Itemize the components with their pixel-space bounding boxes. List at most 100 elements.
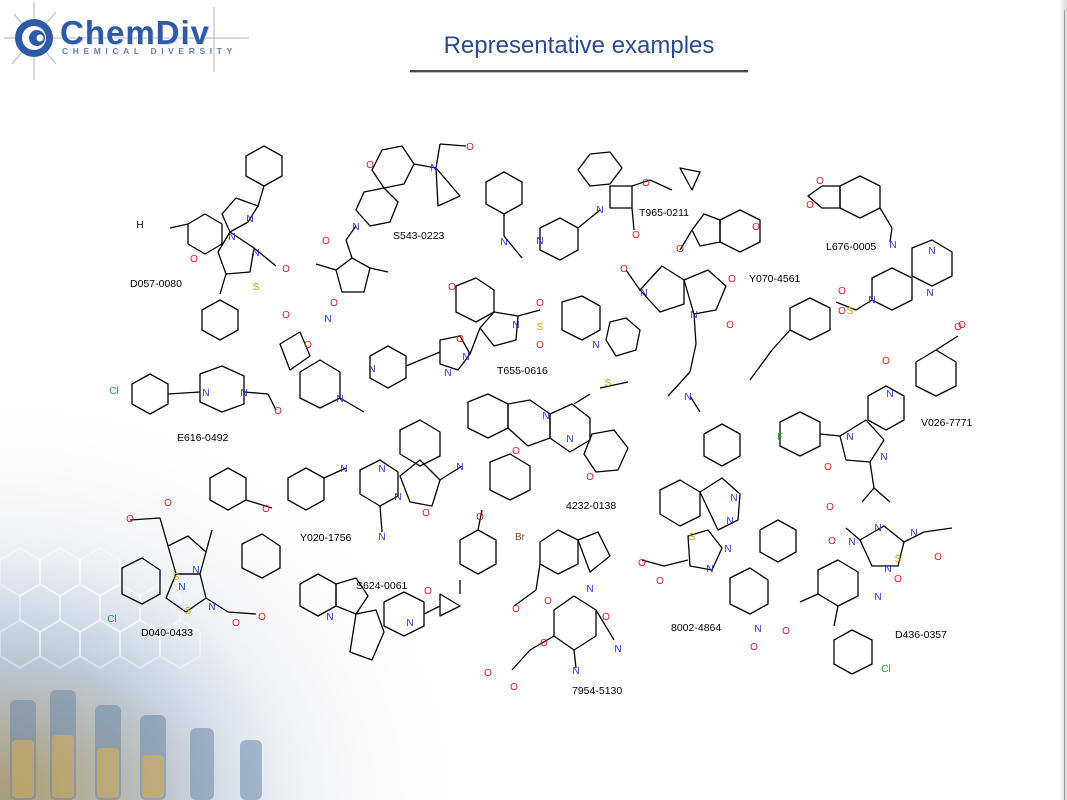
- svg-text:S: S: [895, 554, 902, 565]
- svg-text:O: O: [934, 552, 942, 563]
- structure-l676-0005: [749, 175, 953, 381]
- svg-text:Cl: Cl: [881, 664, 890, 675]
- svg-text:S: S: [185, 606, 192, 617]
- svg-text:O: O: [484, 668, 492, 679]
- svg-text:N: N: [240, 388, 247, 399]
- svg-text:N: N: [252, 248, 259, 259]
- svg-text:S: S: [689, 532, 696, 543]
- structure-y070-4561: [605, 209, 761, 413]
- svg-text:N: N: [726, 516, 733, 527]
- compound-id: 8002-4864: [671, 622, 722, 634]
- svg-text:O: O: [366, 160, 374, 171]
- svg-text:O: O: [322, 236, 330, 247]
- svg-text:S: S: [847, 306, 854, 317]
- svg-text:S: S: [537, 322, 544, 333]
- structure-v026-7771: [779, 335, 959, 503]
- svg-text:O: O: [752, 222, 760, 233]
- compound-id: Y020-1756: [300, 532, 352, 544]
- compound-id: D436-0357: [895, 629, 947, 641]
- svg-text:N: N: [178, 582, 185, 593]
- svg-text:Cl: Cl: [107, 614, 116, 625]
- svg-text:S: S: [605, 378, 612, 389]
- svg-text:N: N: [352, 222, 359, 233]
- svg-text:H: H: [136, 220, 143, 231]
- svg-text:O: O: [282, 310, 290, 321]
- svg-text:N: N: [910, 528, 917, 539]
- svg-text:N: N: [566, 434, 573, 445]
- svg-text:N: N: [880, 452, 887, 463]
- svg-text:O: O: [632, 230, 640, 241]
- svg-text:O: O: [274, 406, 282, 417]
- structure-4232-0138: [467, 381, 629, 501]
- structure-7954-5130: [511, 529, 615, 671]
- svg-text:O: O: [954, 322, 962, 333]
- compound-id: E616-0492: [177, 432, 229, 444]
- svg-text:O: O: [676, 244, 684, 255]
- structure-s624-0061: [299, 509, 497, 661]
- svg-text:N: N: [192, 565, 199, 576]
- svg-text:N: N: [500, 237, 507, 248]
- svg-text:N: N: [228, 232, 235, 243]
- svg-text:N: N: [874, 592, 881, 603]
- svg-text:O: O: [838, 306, 846, 317]
- svg-text:N: N: [324, 314, 331, 325]
- svg-text:N: N: [754, 624, 761, 635]
- logo-name: ChemDiv: [60, 14, 211, 51]
- svg-text:O: O: [262, 504, 270, 515]
- svg-text:O: O: [828, 536, 836, 547]
- svg-text:O: O: [656, 576, 664, 587]
- svg-text:N: N: [336, 394, 343, 405]
- svg-text:N: N: [378, 464, 385, 475]
- svg-text:O: O: [726, 320, 734, 331]
- svg-text:N: N: [886, 389, 893, 400]
- svg-text:O: O: [510, 682, 518, 693]
- structure-d057-0080: [169, 145, 283, 341]
- svg-text:O: O: [958, 320, 966, 331]
- compound-id: 4232-0138: [566, 500, 617, 512]
- svg-text:S: S: [253, 282, 260, 293]
- logo-tagline: CHEMICAL DIVERSITY: [62, 46, 237, 56]
- svg-text:O: O: [638, 558, 646, 569]
- structure-d040-0433: [121, 517, 281, 615]
- svg-text:N: N: [430, 163, 437, 174]
- svg-text:N: N: [542, 411, 549, 422]
- compound-id: D040-0433: [141, 627, 193, 639]
- svg-text:N: N: [846, 432, 853, 443]
- svg-text:O: O: [728, 274, 736, 285]
- svg-text:O: O: [826, 502, 834, 513]
- svg-text:O: O: [544, 596, 552, 607]
- svg-text:Br: Br: [515, 532, 526, 543]
- svg-text:S: S: [173, 572, 180, 583]
- svg-text:N: N: [928, 246, 935, 257]
- svg-text:N: N: [368, 364, 375, 375]
- svg-text:N: N: [394, 492, 401, 503]
- svg-text:N: N: [724, 544, 731, 555]
- compound-id: V026-7771: [921, 417, 973, 429]
- svg-text:N: N: [246, 214, 253, 225]
- svg-text:O: O: [816, 176, 824, 187]
- svg-text:F: F: [777, 432, 783, 443]
- structure-t965-0211: [485, 151, 701, 261]
- svg-text:O: O: [422, 508, 430, 519]
- svg-text:N: N: [596, 205, 603, 216]
- svg-text:N: N: [926, 288, 933, 299]
- svg-text:O: O: [642, 178, 650, 189]
- svg-text:N: N: [512, 320, 519, 331]
- svg-text:O: O: [232, 618, 240, 629]
- svg-text:O: O: [806, 200, 814, 211]
- svg-text:N: N: [444, 368, 451, 379]
- svg-text:N: N: [706, 564, 713, 575]
- title-underline: [410, 70, 748, 73]
- svg-text:N: N: [586, 584, 593, 595]
- svg-text:O: O: [424, 586, 432, 597]
- svg-text:O: O: [782, 626, 790, 637]
- svg-text:N: N: [889, 240, 896, 251]
- structure-e616-0492: [131, 331, 365, 415]
- svg-text:N: N: [730, 493, 737, 504]
- svg-text:O: O: [824, 462, 832, 473]
- svg-text:N: N: [406, 618, 413, 629]
- compound-id: S543-0223: [393, 230, 445, 242]
- svg-text:N: N: [572, 666, 579, 677]
